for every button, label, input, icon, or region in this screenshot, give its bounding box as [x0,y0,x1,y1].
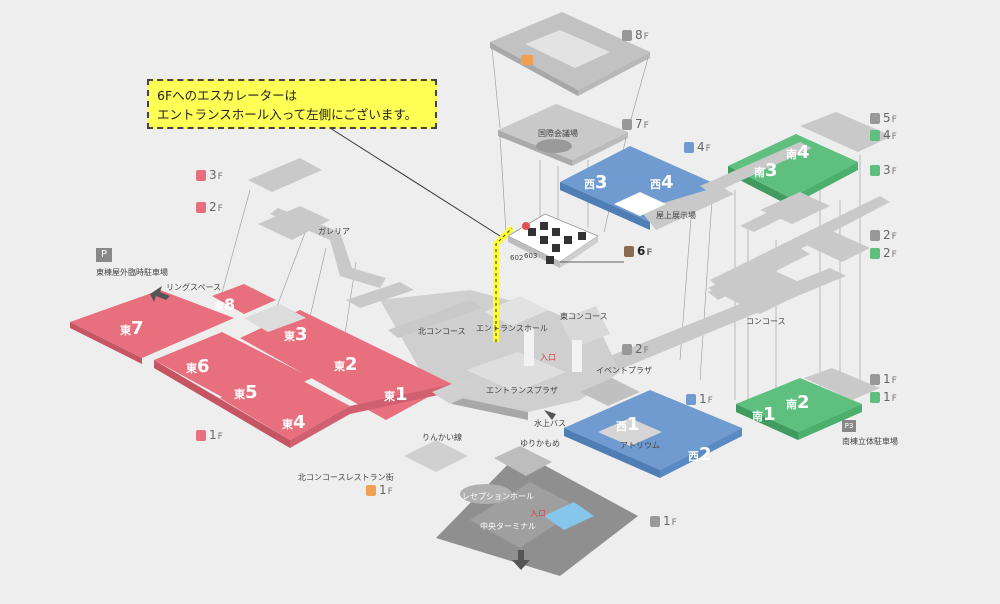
floor-tag-7f[interactable]: 7F [622,117,649,131]
rings-space-label: リングスペース [166,283,222,292]
south-2f-block[interactable] [708,208,870,314]
floor-tag-east-2f[interactable]: 2F [196,200,223,214]
reception-hall-label: レセプションホール [462,492,534,501]
hall-e8-label: 東8 [214,295,235,314]
atrium-label: アトリウム [620,441,660,450]
international-hall-label: 国際会議場 [538,129,578,138]
floor-tag-south-2f-a[interactable]: 2F [870,228,897,242]
entrance-bottom-label: 入口 [530,509,546,518]
route-to-6f [493,225,515,342]
west-hall-lower[interactable] [564,390,742,478]
floor-tag-south-4f[interactable]: 4F [870,128,897,142]
entrance-label: 入口 [540,353,556,362]
south-icon [870,392,880,403]
yurikamome-label[interactable]: ゆりかもめ [520,439,560,448]
floor-tag-bottom-1f[interactable]: 1F [650,514,677,528]
event-plaza-label: イベントプラザ [596,366,652,375]
parking-icon[interactable]: P [96,248,112,262]
building-icon [870,374,880,385]
north-concourse-label: 北コンコース [418,327,466,336]
hall-e7-label: 東7 [120,318,144,339]
building-icon [622,344,632,355]
building-icon [624,246,634,257]
callout-line-1: 6Fへのエスカレーターは [157,88,298,103]
east-icon [196,202,206,213]
floor-tag-north-1f[interactable]: 1F [366,483,393,497]
floor-tag-east-3f[interactable]: 3F [196,168,223,182]
floor-tag-south-3f[interactable]: 3F [870,163,897,177]
hall-s2-label: 南2 [786,392,810,413]
west-icon [684,142,694,153]
water-bus-label[interactable]: 水上バス [534,419,566,428]
concourse-label: コンコース [746,317,786,326]
building-icon [622,30,632,41]
hall-w1-label: 西1 [616,414,640,435]
hall-e4-label: 東4 [282,412,306,433]
hall-w2-label: 西2 [688,444,712,465]
gallery-label: ガレリア [318,227,350,236]
south-icon [870,130,880,141]
building-icon [622,119,632,130]
hall-w3-label: 西3 [584,172,608,193]
east-halls[interactable] [70,284,452,448]
building-icon [870,230,880,241]
escalator-icon [521,55,533,65]
hall-s3-label: 南3 [754,160,778,181]
hall-e2-label: 東2 [334,354,358,375]
floor-tag-6f[interactable]: 6F [624,244,653,258]
bottom-1f-block[interactable] [436,446,638,576]
north-restaurant-label: 北コンコースレストラン街 [298,473,394,482]
floor-7f-block[interactable] [498,104,628,166]
north-concourse [248,158,482,338]
hall-w4-label: 西4 [650,172,674,193]
central-terminal-label: 中央ターミナル [480,522,536,531]
floor-tag-south-5f[interactable]: 5F [870,111,897,125]
floor-6f-block[interactable] [507,213,599,268]
hall-e3-label: 東3 [284,324,308,345]
north-restaurant-block[interactable] [404,378,486,472]
callout-leader [329,127,501,237]
hall-e5-label: 東5 [234,382,258,403]
parking-p3-icon[interactable]: P3 [842,420,856,432]
west-hall-upper[interactable] [560,146,734,232]
floor-tag-south-2f-b[interactable]: 2F [870,246,897,260]
south-icon [870,165,880,176]
floor-tag-west-4f[interactable]: 4F [684,140,711,154]
building-icon [870,113,880,124]
south-icon [870,248,880,259]
east-icon [196,430,206,441]
east-concourse-label: 東コンコース [560,312,608,321]
floor-tag-west-1f[interactable]: 1F [686,392,713,406]
rinkai-label[interactable]: りんかい線 [422,433,462,442]
floor-8f-block[interactable] [490,12,650,96]
floor-tag-south-1f-b[interactable]: 1F [870,390,897,404]
south-parking-label: 南棟立体駐車場 [842,437,898,446]
floor-tag-8f[interactable]: 8F [622,28,649,42]
south-hall-lower[interactable] [736,368,880,440]
room-603-label[interactable]: 603 [524,252,538,260]
entrance-plaza-label: エントランスプラザ [486,386,558,395]
exit-arrows [150,286,556,570]
entrance-hall-label: エントランスホール [476,324,548,333]
floor-tag-south-1f-a[interactable]: 1F [870,372,897,386]
building-icon [650,516,660,527]
rooftop-label: 屋上展示場 [656,211,696,220]
room-602-label[interactable]: 602 [510,254,524,262]
floor-tag-center-2f[interactable]: 2F [622,342,649,356]
hall-e6-label: 東6 [186,356,210,377]
callout-box: 6Fへのエスカレーターは エントランスホール入って左側にございます。 [147,79,437,129]
callout-line-2: エントランスホール入って左側にございます。 [157,107,418,122]
hall-e1-label: 東1 [384,384,408,405]
restaurant-icon [366,485,376,496]
hall-labels: 東7 東6 東5 東4 東3 東2 東1 東8 西3 西4 西1 西2 南4 南… [120,142,810,465]
west-icon [686,394,696,405]
hall-s1-label: 南1 [752,404,776,425]
east-parking-label: 東棟屋外臨時駐車場 [96,268,168,277]
east-icon [196,170,206,181]
floor-tag-east-1f[interactable]: 1F [196,428,223,442]
hall-s4-label: 南4 [786,142,810,163]
